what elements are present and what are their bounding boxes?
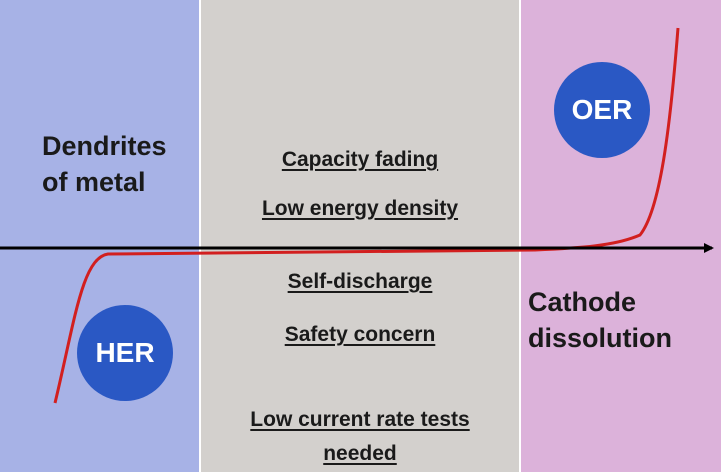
issue-self-discharge: Self-discharge	[287, 270, 433, 293]
current-voltage-curve	[53, 27, 680, 404]
footnote-line1: Low current rate tests	[250, 408, 470, 431]
dendrites-label: Dendrites of metal	[42, 128, 167, 200]
cathode-label-line2: dissolution	[528, 323, 672, 353]
oer-badge: OER	[554, 62, 650, 158]
issue-safety-concern: Safety concern	[284, 323, 436, 346]
her-badge: HER	[77, 305, 173, 401]
dendrites-label-line1: Dendrites	[42, 131, 167, 161]
cathode-label-line1: Cathode	[528, 287, 636, 317]
footnote-low-current-rate: Low current rate tests needed	[200, 403, 520, 471]
zone-divider-left	[199, 0, 201, 472]
issue-capacity-fading: Capacity fading	[281, 148, 439, 171]
stable-window-background	[200, 0, 520, 472]
cathode-dissolution-label: Cathode dissolution	[528, 284, 672, 356]
dendrites-label-line2: of metal	[42, 167, 146, 197]
issue-low-energy-density: Low energy density	[261, 197, 459, 220]
zone-divider-right	[519, 0, 521, 472]
footnote-line2: needed	[323, 442, 397, 465]
